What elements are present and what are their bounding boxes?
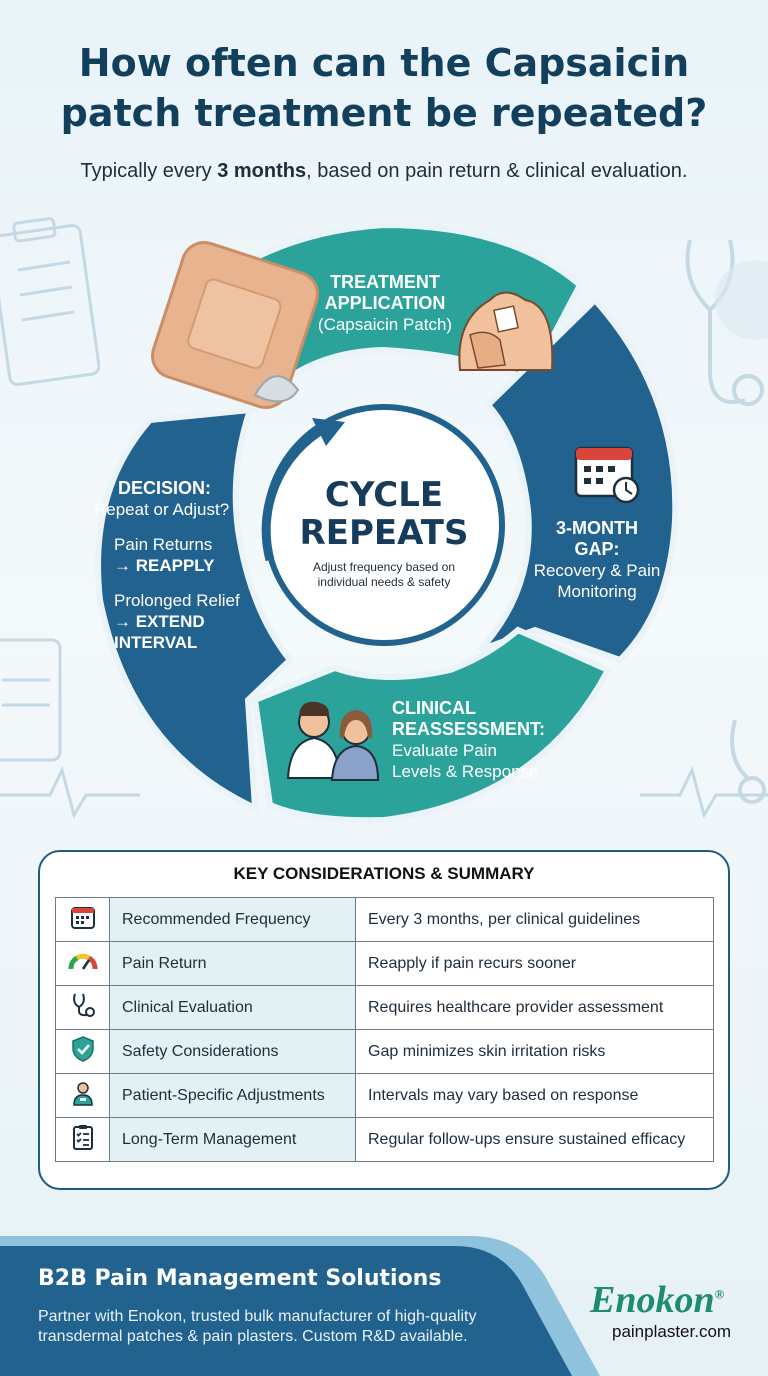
row-icon-cell (55, 1073, 110, 1118)
subtitle: Typically every 3 months, based on pain … (0, 160, 768, 183)
shoulder-application-icon (458, 291, 554, 371)
clipboard-decoration-icon (0, 217, 100, 386)
stage-decision-title: DECISION: (118, 478, 212, 498)
stage-decision-sub: Repeat or Adjust? (94, 500, 230, 519)
heartbeat-line-left-icon (0, 765, 140, 819)
row-label: Safety Considerations (109, 1029, 356, 1074)
stage-reassessment-title-2: REASSESSMENT: (392, 719, 546, 739)
stage-treatment-application: TREATMENT APPLICATION (Capsaicin Patch) (300, 272, 470, 335)
footer-heading: B2B Pain Management Solutions (38, 1266, 442, 1291)
row-label: Clinical Evaluation (109, 985, 356, 1030)
shield-check-icon (71, 1036, 94, 1062)
summary-title: KEY CONSIDERATIONS & SUMMARY (233, 864, 535, 883)
stage-reassessment-sub-2: Levels & Response (392, 762, 539, 781)
row-value: Regular follow-ups ensure sustained effi… (355, 1117, 714, 1162)
title-line-1: How often can the Capsaicin (78, 41, 690, 85)
row-icon-cell (55, 941, 110, 986)
center-arrow-head (312, 418, 345, 446)
treatment-cycle-diagram (95, 221, 679, 824)
brand-registered-mark: ® (714, 1286, 725, 1302)
decision-option-1-action: → REAPPLY (114, 556, 215, 575)
doctor-patient-icon (286, 701, 380, 781)
center-subtitle: Adjust frequency based on individual nee… (294, 560, 474, 590)
footer-text: Partner with Enokon, trusted bulk manufa… (38, 1308, 477, 1345)
decision-option-1-label: Pain Returns (114, 535, 213, 554)
row-icon-cell (55, 1117, 110, 1162)
gauge-icon (68, 953, 97, 970)
decision-option-2-action: → EXTEND INTERVAL (114, 612, 205, 652)
stage-reassessment-title-1: CLINICAL (392, 698, 476, 718)
stethoscope-decoration-icon (685, 239, 768, 406)
center-title-line-2: REPEATS (299, 513, 469, 553)
heartbeat-line-right-icon (640, 719, 768, 819)
brand-url[interactable]: painplaster.com (612, 1322, 732, 1341)
center-sub-line-1: Adjust frequency based on (312, 560, 456, 574)
row-label: Patient-Specific Adjustments (109, 1073, 356, 1118)
row-icon-cell (55, 897, 110, 942)
row-value: Gap minimizes skin irritation risks (355, 1029, 714, 1074)
footer-banner (0, 1236, 600, 1376)
stage-clinical-reassessment: CLINICAL REASSESSMENT: Evaluate Pain Lev… (392, 698, 552, 782)
segment-decision (95, 406, 295, 813)
subtitle-prefix: Typically every (80, 160, 218, 182)
row-label: Long-Term Management (109, 1117, 356, 1162)
center-title: CYCLE REPEATS (284, 476, 484, 552)
table-row: Patient-Specific Adjustments Intervals m… (55, 1073, 714, 1118)
checklist-icon (72, 1125, 93, 1150)
patch-illustration-icon (151, 241, 319, 409)
calendar-icon (70, 907, 95, 929)
row-value: Intervals may vary based on response (355, 1073, 714, 1118)
stethoscope-icon (72, 993, 95, 1017)
stage-gap-sub-1: Recovery & Pain (533, 561, 661, 580)
brand-logo: Enokon® (590, 1278, 724, 1322)
table-row: Clinical Evaluation Requires healthcare … (55, 985, 714, 1030)
subtitle-suffix: , based on pain return & clinical evalua… (306, 160, 688, 182)
stage-gap-title: 3-MONTH GAP: (556, 518, 638, 559)
table-row: Recommended Frequency Every 3 months, pe… (55, 897, 714, 942)
page-title: How often can the Capsaicin patch treatm… (0, 38, 768, 138)
stage-application-title-1: TREATMENT (330, 272, 440, 292)
stage-reassessment-sub-1: Evaluate Pain (392, 741, 497, 760)
title-line-2: patch treatment be repeated? (60, 91, 708, 135)
patient-icon (72, 1082, 93, 1106)
center-sub-line-2: individual needs & safety (317, 575, 451, 589)
row-value: Requires healthcare provider assessment (355, 985, 714, 1030)
clipboard-decoration-icon-2 (0, 638, 62, 762)
stage-3-month-gap: 3-MONTH GAP: Recovery & Pain Monitoring (532, 518, 662, 602)
summary-table: Recommended Frequency Every 3 months, pe… (55, 897, 714, 1162)
stage-gap-sub-2: Monitoring (557, 582, 637, 601)
row-label: Pain Return (109, 941, 356, 986)
table-row: Safety Considerations Gap minimizes skin… (55, 1029, 714, 1074)
row-value: Reapply if pain recurs sooner (355, 941, 714, 986)
stage-application-sub: (Capsaicin Patch) (317, 315, 453, 334)
stage-application-title-2: APPLICATION (324, 293, 446, 313)
table-row: Pain Return Reapply if pain recurs soone… (55, 941, 714, 986)
subtitle-emphasis: 3 months (217, 160, 307, 182)
row-value: Every 3 months, per clinical guidelines (355, 897, 714, 942)
row-icon-cell (55, 985, 110, 1030)
decision-option-2-label: Prolonged Relief (114, 591, 240, 610)
stage-decision: DECISION: Repeat or Adjust? Pain Returns… (92, 478, 292, 653)
table-row: Long-Term Management Regular follow-ups … (55, 1117, 714, 1162)
row-label: Recommended Frequency (109, 897, 356, 942)
row-icon-cell (55, 1029, 110, 1074)
center-cycle-arrow-visible (261, 424, 328, 562)
brand-name: Enokon (590, 1279, 715, 1321)
calendar-clock-icon (574, 446, 640, 504)
center-title-line-1: CYCLE (324, 475, 444, 515)
